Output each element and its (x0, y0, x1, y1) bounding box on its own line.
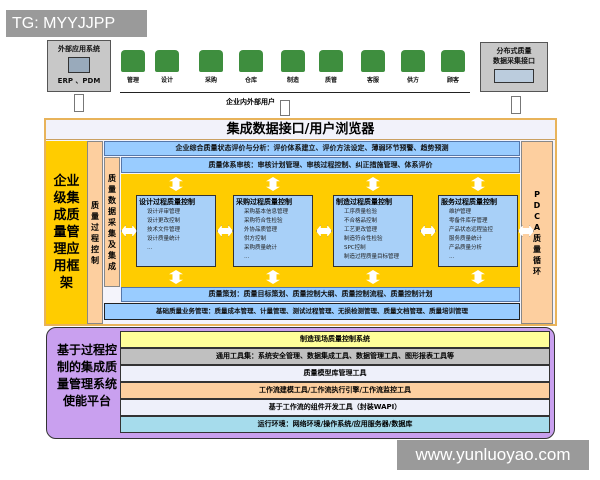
watermark-bottom-right: www.yunluoyao.com (397, 440, 589, 470)
worker-icon (199, 50, 223, 72)
forklift-icon (239, 50, 263, 72)
process-box-title: 制造过程质量控制 (336, 198, 392, 206)
layer-workflow-tools: 工作流建模工具/工作流执行引擎/工作流监控工具 (120, 382, 550, 399)
user-manufacturing: 制造 (276, 50, 310, 84)
truck-icon (401, 50, 425, 72)
pdca-label: PDCA质量循环 (533, 189, 541, 276)
factory-icon (441, 50, 465, 72)
distributed-data-interface-box: 分布式质量 数据采集接口 (480, 42, 548, 92)
layer-common-tools: 通用工具集：系统安全管理、数据集成工具、数据管理工具、图形报表工具等 (120, 348, 550, 365)
service-desk-icon (361, 50, 385, 72)
process-item: 外协品质管理 (244, 227, 278, 233)
users-caption: 企业内外部用户 (226, 98, 275, 106)
process-item: 产品质量分析 (449, 245, 483, 251)
process-item: … (244, 254, 250, 260)
framework-label-panel: 企业级集成质量管理应用框架 (46, 141, 87, 324)
user-service: 客服 (356, 50, 390, 84)
process-box-title: 采购过程质量控制 (236, 198, 292, 206)
watermark-top-left: TG: MYYJJPP (6, 10, 147, 37)
process-item: 制造符合性检验 (344, 236, 383, 242)
band-evaluation: 企业综合质量状态评价与分析：评价体系建立、评价方法设定、薄弱环节预警、趋势预测 (104, 141, 520, 156)
process-box-title: 设计过程质量控制 (139, 198, 195, 206)
computer-icon (68, 57, 90, 73)
process-item: 不合格品控制 (344, 218, 378, 224)
double-arrow-icon (74, 94, 84, 112)
process-item: 采购基本信息管理 (244, 209, 289, 215)
data-collection-column: 质量数据采集及集成 (104, 157, 120, 287)
user-management: 管理 (116, 50, 150, 84)
process-item: 零备件库存管理 (449, 218, 488, 224)
process-item: 设计质量统计 (147, 236, 181, 242)
double-arrow-icon (511, 96, 521, 114)
external-system-box: 外部应用系统 ERP 、PDM (47, 40, 111, 92)
process-item: 供方控制 (244, 236, 267, 242)
process-item: … (147, 245, 153, 251)
process-box-title: 服务过程质量控制 (441, 198, 497, 206)
inspector-icon (319, 50, 343, 72)
process-item: 设计评审管理 (147, 209, 181, 215)
external-system-title: 外部应用系统 (58, 45, 100, 53)
process-item: 采购质量统计 (244, 245, 278, 251)
process-item: 采购符合性检验 (244, 218, 283, 224)
process-box-service: 服务过程质量控制 维护管理 零备件库存管理 产品状态远程监控 服务质量统计 产品… (438, 195, 518, 267)
layer-runtime-env: 运行环境：网络环境/操作系统/应用服务器/数据库 (120, 416, 550, 433)
user-warehouse: 仓库 (234, 50, 268, 84)
process-control-label: 质量过程控制 (91, 200, 99, 265)
user-design: 设计 (150, 50, 184, 84)
platform-label: 基于过程控制的集成质量管理系统使能平台 (56, 343, 117, 408)
framework-label: 企业级集成质量管理应用框架 (53, 174, 80, 291)
double-arrow-icon (280, 100, 290, 116)
process-item: 技术文件管理 (147, 227, 181, 233)
user-purchasing: 采购 (194, 50, 228, 84)
band-planning: 质量策划：质量目标策划、质量控制大纲、质量控制流程、质量控制计划 (121, 287, 520, 302)
layer-shopfloor-control: 制造现场质量控制系统 (120, 331, 550, 348)
band-basic-business: 基础质量业务管理：质量成本管理、计量管理、测试过程管理、无损检测管理、质量文档管… (104, 303, 520, 320)
user-supplier: 供方 (396, 50, 430, 84)
double-arrow-icon (366, 177, 380, 191)
process-box-manufacturing: 制造过程质量控制 工序质量检验 不合格品控制 工艺更改管理 制造符合性检验 SP… (333, 195, 413, 267)
layer-model-library: 质量模型库管理工具 (120, 365, 550, 382)
process-item: 维护管理 (449, 209, 472, 215)
process-item: 工艺更改管理 (344, 227, 378, 233)
process-box-purchasing: 采购过程质量控制 采购基本信息管理 采购符合性检验 外协品质管理 供方控制 采购… (233, 195, 313, 267)
double-arrow-icon (366, 270, 380, 284)
process-item: 服务质量统计 (449, 236, 483, 242)
process-item: 产品状态远程监控 (449, 227, 494, 233)
distributed-box-line1: 分布式质量 (496, 47, 532, 55)
framework-title: 集成数据接口/用户浏览器 (46, 120, 555, 140)
double-arrow-icon (169, 177, 183, 191)
double-arrow-icon (471, 270, 485, 284)
double-arrow-icon (169, 270, 183, 284)
user-customer: 顾客 (436, 50, 470, 84)
band-audit: 质量体系审核：审核计划管理、审核过程控制、纠正措施管理、体系评价 (121, 157, 520, 173)
layer-component-dev: 基于工作流的组件开发工具（封装WAPI） (120, 399, 550, 416)
process-item: 设计更改控制 (147, 218, 181, 224)
double-arrow-icon (471, 177, 485, 191)
double-arrow-icon (266, 270, 280, 284)
process-item: 工序质量检验 (344, 209, 378, 215)
distributed-box-line2: 数据采集接口 (493, 57, 535, 65)
double-arrow-icon (266, 177, 280, 191)
process-box-design: 设计过程质量控制 设计评审管理 设计更改控制 技术文件管理 设计质量统计 … (136, 195, 216, 267)
external-system-subtitle: ERP 、PDM (57, 77, 101, 85)
server-icon (494, 69, 534, 83)
users-divider (120, 92, 470, 93)
process-control-column: 质量过程控制 (87, 141, 103, 324)
machinist-icon (281, 50, 305, 72)
user-quality: 质管 (314, 50, 348, 84)
org-chart-icon (121, 50, 145, 72)
designer-icon (155, 50, 179, 72)
process-item: 制造过程质量目标管理 (344, 254, 400, 260)
process-item: … (449, 254, 455, 260)
process-item: SPC控制 (344, 245, 366, 251)
data-collection-label: 质量数据采集及集成 (108, 173, 116, 271)
